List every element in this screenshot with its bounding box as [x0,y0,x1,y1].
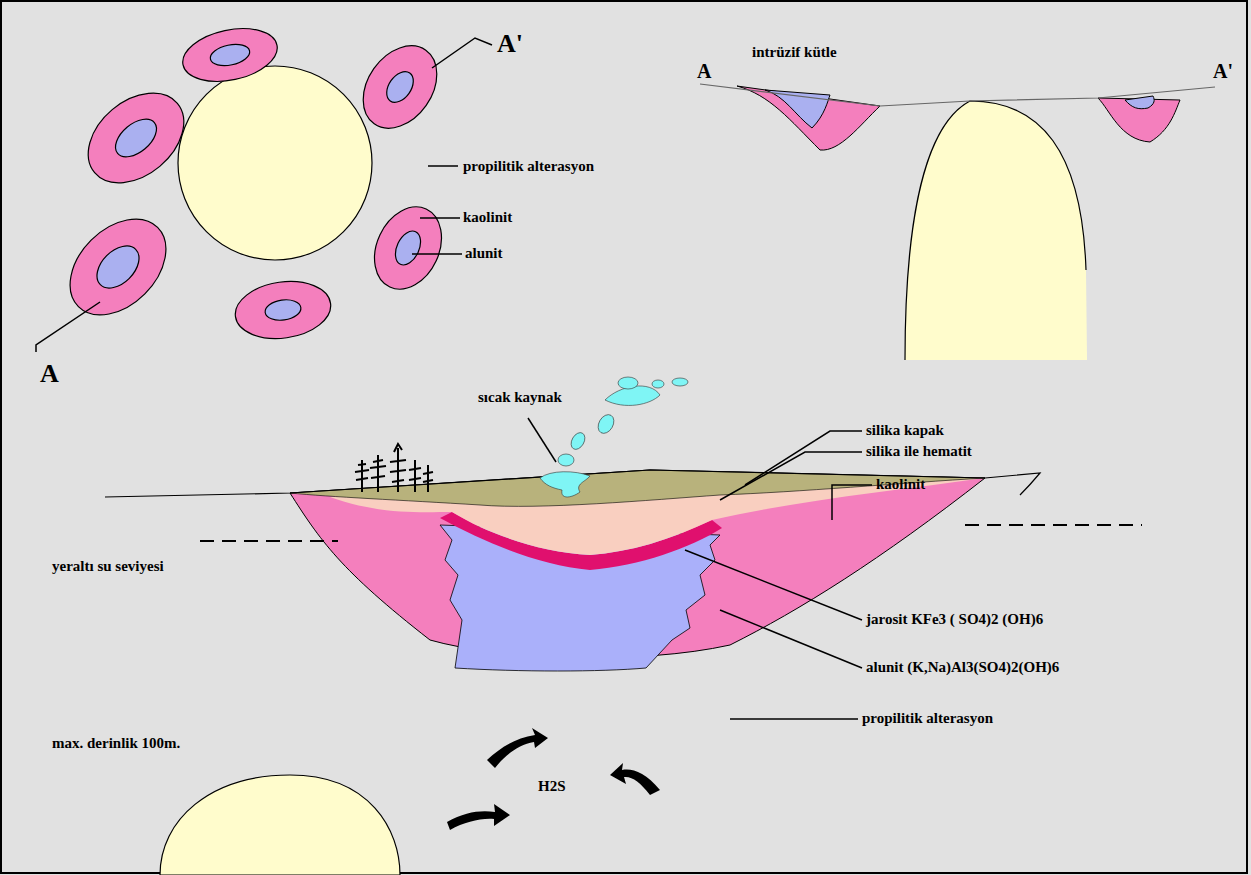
label-text: silika ile hematit [866,443,972,460]
label-text: A [697,60,711,82]
label-text: max. derinlik 100m. [52,735,180,752]
label-text: alunit (K,Na)Al3(SO4)2(OH)6 [866,659,1059,676]
label-text: kaolinit [463,209,512,226]
trees [355,444,433,492]
label-text: A' [497,30,523,59]
label-text: propilitik alterasyon [463,158,594,175]
water-table [200,525,1142,541]
label-text: kaolinit [876,476,925,493]
steam [558,377,688,466]
label-text: intrüzif kütle [752,44,837,61]
alteration-pod [52,201,185,334]
intrusion [160,775,400,875]
intrusion-plan [178,66,372,260]
plan-view [52,21,455,345]
label-text: silika kapak [866,422,944,439]
label-text: alunit [465,245,503,262]
label-text: sıcak kaynak [478,389,562,406]
leader-lines [36,38,492,352]
leader-lines [528,418,872,719]
alteration-pod [362,196,455,300]
alteration-pod [178,21,282,90]
label-text: H2S [538,778,566,795]
fluid-arrows [447,728,660,830]
alteration-pod [348,32,452,142]
alteration-pod [71,75,201,201]
label-text: yeraltı su seviyesi [52,558,164,575]
label-text: propilitik alterasyon [862,710,993,727]
alteration-pod [232,276,335,345]
label-text: A' [1213,60,1233,82]
label-text: jarosit KFe3 ( SO4)2 (OH)6 [866,611,1043,628]
cross-section [700,84,1215,360]
alteration-section [105,377,1142,875]
label-text: A [40,360,59,389]
